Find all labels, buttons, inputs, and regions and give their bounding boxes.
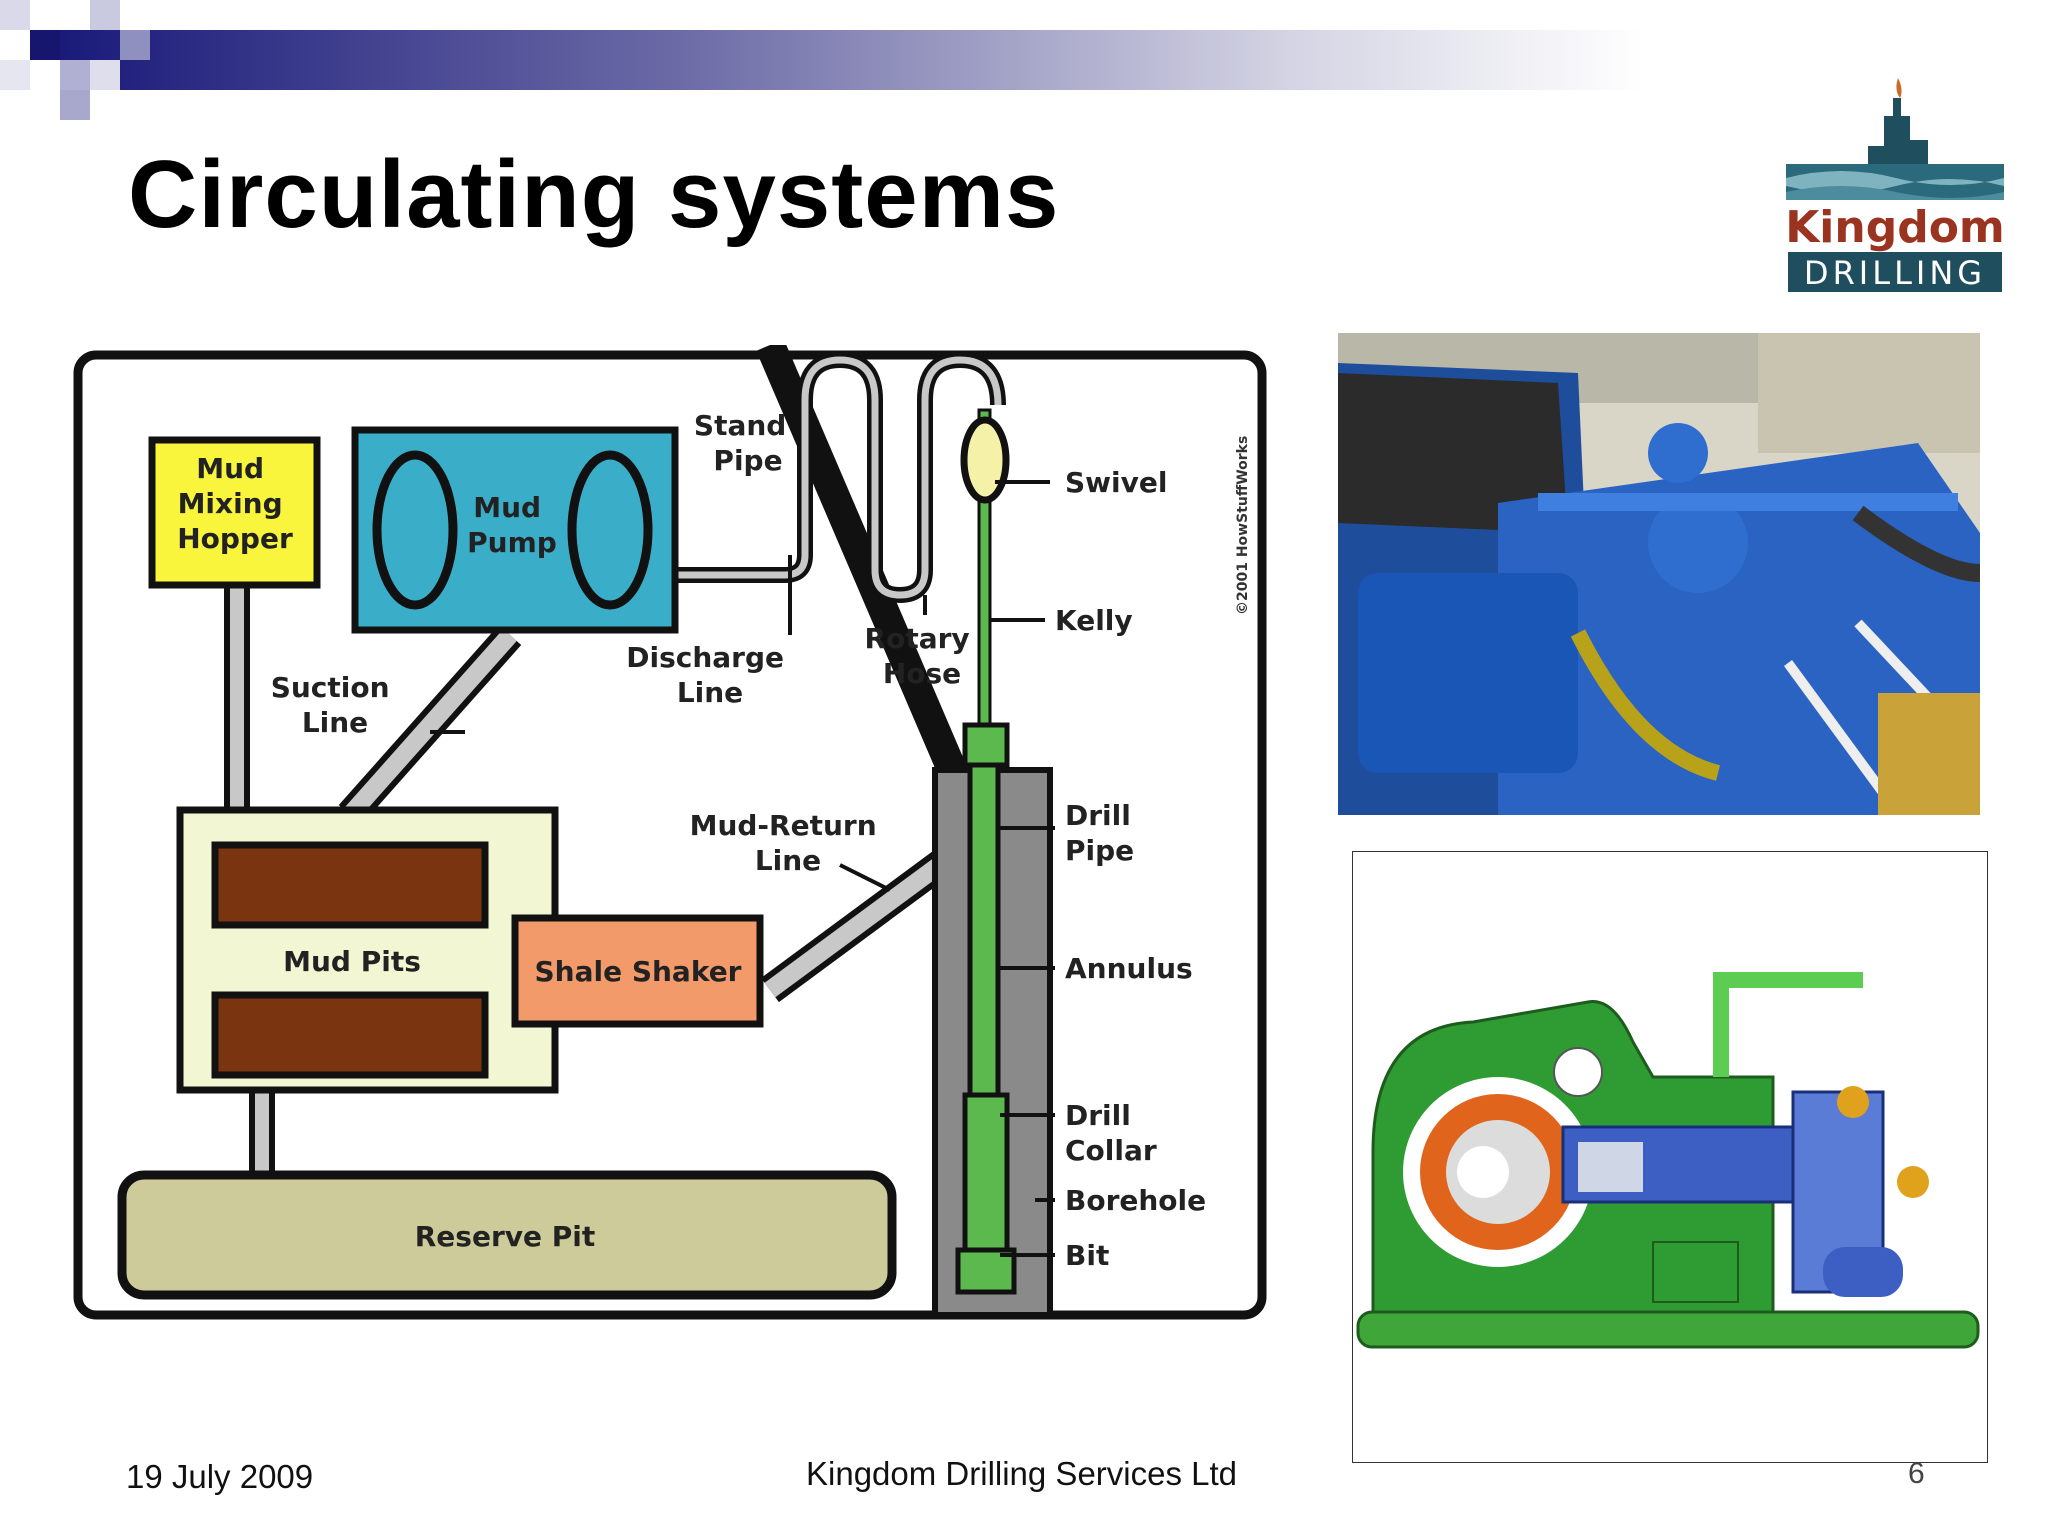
discharge-line-label: Discharge Line	[626, 641, 794, 709]
drill-collar	[962, 1092, 1010, 1258]
shale-shaker-label: Shale Shaker	[535, 955, 742, 988]
mud-pit-tank-upper	[211, 841, 489, 929]
rotary-hose-label: Rotary Hose	[865, 622, 980, 690]
mud-pump-label: Mud Pump	[467, 491, 557, 559]
kingdom-drilling-logo: Kingdom DRILLING	[1785, 78, 2005, 292]
footer-date: 19 July 2009	[126, 1458, 314, 1495]
bit-label: Bit	[1065, 1239, 1109, 1272]
footer-company: Kingdom Drilling Services Ltd	[806, 1455, 1238, 1492]
suction-line-label: Suction Line	[271, 671, 400, 739]
swivel	[960, 416, 1010, 504]
kelly-label: Kelly	[1055, 604, 1133, 637]
stand-pipe-label: Stand Pipe	[694, 409, 796, 477]
drill-pipe	[967, 762, 1001, 1108]
mud-pit-tank-lower	[211, 991, 489, 1079]
mud-pits-label: Mud Pits	[283, 945, 421, 978]
slide-title: Circulating systems	[128, 141, 1060, 248]
header-decoration	[0, 0, 1820, 120]
shale-shaker	[511, 914, 764, 1028]
swivel-label: Swivel	[1065, 466, 1167, 499]
circulating-system-diagram: Mud Mixing Hopper Mud Pump Mud Pits Shal…	[73, 345, 1267, 1320]
mud-pump-cutaway-drawing	[1352, 851, 1988, 1463]
drill-collar-label: Drill Collar	[1065, 1099, 1157, 1167]
diagram-copyright: ©2001 HowStuffWorks	[1235, 436, 1251, 615]
mud-pump-cutaway-svg	[1356, 972, 1980, 1349]
pump-cylinder-left	[372, 450, 458, 610]
reserve-pit-label: Reserve Pit	[415, 1220, 596, 1253]
kelly-bushing	[962, 722, 1010, 768]
borehole-label: Borehole	[1065, 1184, 1206, 1217]
pump-cylinder-right	[567, 450, 653, 610]
drill-pipe-label: Drill Pipe	[1065, 799, 1141, 867]
mud-mixing-hopper	[148, 436, 321, 589]
page-number: 6	[1908, 1457, 1925, 1490]
mud-pump-photo	[1338, 333, 1980, 815]
annulus-label: Annulus	[1065, 952, 1193, 985]
mud-return-line-label: Mud-Return Line	[690, 809, 887, 877]
logo-wordmark: Kingdom	[1785, 202, 2005, 253]
mud-mixing-hopper-label: Mud Mixing Hopper	[177, 452, 293, 555]
reserve-pit	[117, 1170, 897, 1300]
logo-subword: DRILLING	[1804, 254, 1986, 292]
leader-lines	[430, 480, 1055, 1257]
